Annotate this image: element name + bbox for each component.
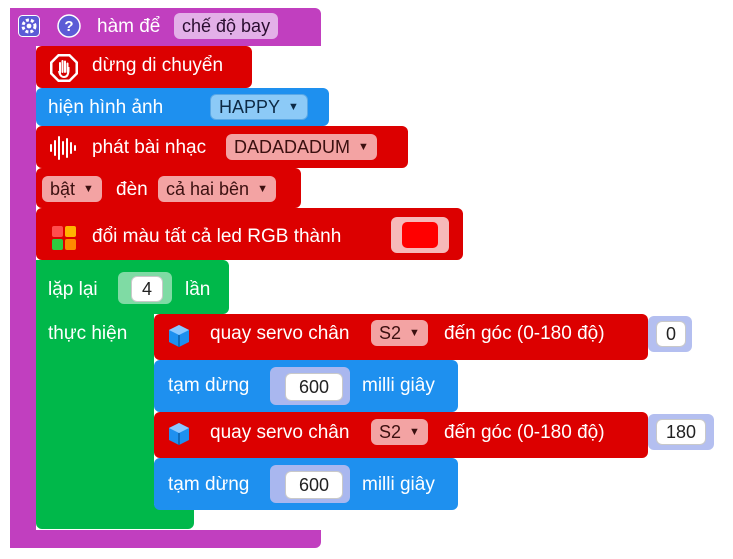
svg-text:?: ?	[64, 18, 73, 35]
help-icon[interactable]: ?	[57, 14, 81, 38]
servo1-angle-value: 0	[665, 324, 676, 344]
pause1-unit: milli giây	[362, 375, 435, 396]
servo1-pin-value: S2	[379, 323, 402, 343]
function-block-side	[10, 8, 36, 548]
repeat-label-suffix: lần	[185, 279, 211, 300]
servo2-pin-value: S2	[379, 422, 402, 442]
function-block-bottom	[10, 530, 321, 548]
servo2-angle-value: 180	[665, 422, 697, 442]
repeat-count-value: 4	[141, 279, 152, 299]
servo2-pin-dropdown[interactable]: S2 ▼	[371, 419, 428, 445]
servo1-label: quay servo chân	[210, 323, 350, 344]
rgb-grid-icon	[52, 226, 76, 250]
chevron-down-icon: ▼	[358, 140, 369, 153]
pause2-value: 600	[298, 475, 330, 495]
led-state-value: bật	[50, 179, 76, 199]
pause1-label: tạm dừng	[168, 375, 250, 396]
led-label: đèn	[116, 179, 148, 200]
stop-label: dừng di chuyển	[92, 55, 224, 76]
pause2-label: tạm dừng	[168, 474, 250, 495]
image-dropdown[interactable]: HAPPY ▼	[210, 94, 308, 120]
chevron-down-icon: ▼	[83, 182, 94, 195]
servo2-angle-input[interactable]: 180	[656, 419, 706, 445]
chevron-down-icon: ▼	[409, 425, 420, 438]
pause1-value: 600	[298, 377, 330, 397]
function-name-text: chế độ bay	[182, 16, 271, 36]
led-side-value: cả hai bên	[166, 179, 250, 199]
pause1-input[interactable]: 600	[285, 373, 343, 401]
servo-cube-icon	[168, 422, 190, 446]
servo2-angle-label: đến góc (0-180 độ)	[444, 422, 605, 443]
chevron-down-icon: ▼	[288, 100, 299, 113]
stop-hand-icon	[49, 53, 79, 83]
chevron-down-icon: ▼	[409, 326, 420, 339]
image-dropdown-value: HAPPY	[219, 97, 281, 117]
gear-icon[interactable]	[18, 15, 40, 37]
chevron-down-icon: ▼	[257, 182, 268, 195]
play-music-label: phát bài nhạc	[92, 137, 207, 158]
function-name-field[interactable]: chế độ bay	[174, 13, 279, 39]
led-state-dropdown[interactable]: bật ▼	[42, 176, 102, 202]
rgb-label: đổi màu tất cả led RGB thành	[92, 226, 342, 247]
servo1-angle-input[interactable]: 0	[656, 321, 686, 347]
function-title-prefix: hàm để	[97, 16, 161, 37]
led-side-dropdown[interactable]: cả hai bên ▼	[158, 176, 276, 202]
servo2-label: quay servo chân	[210, 422, 350, 443]
servo1-pin-dropdown[interactable]: S2 ▼	[371, 320, 428, 346]
music-dropdown-value: DADADADUM	[234, 137, 351, 157]
repeat-do-label: thực hiện	[48, 323, 128, 344]
repeat-count-input[interactable]: 4	[131, 276, 163, 302]
pause2-input[interactable]: 600	[285, 471, 343, 499]
show-image-label: hiện hình ảnh	[48, 97, 164, 118]
pause2-unit: milli giây	[362, 474, 435, 495]
servo-cube-icon	[168, 324, 190, 348]
repeat-label-prefix: lặp lại	[48, 279, 98, 300]
servo1-angle-label: đến góc (0-180 độ)	[444, 323, 605, 344]
music-dropdown[interactable]: DADADADUM ▼	[226, 134, 377, 160]
sound-wave-icon	[49, 136, 79, 160]
color-swatch[interactable]	[402, 222, 438, 248]
